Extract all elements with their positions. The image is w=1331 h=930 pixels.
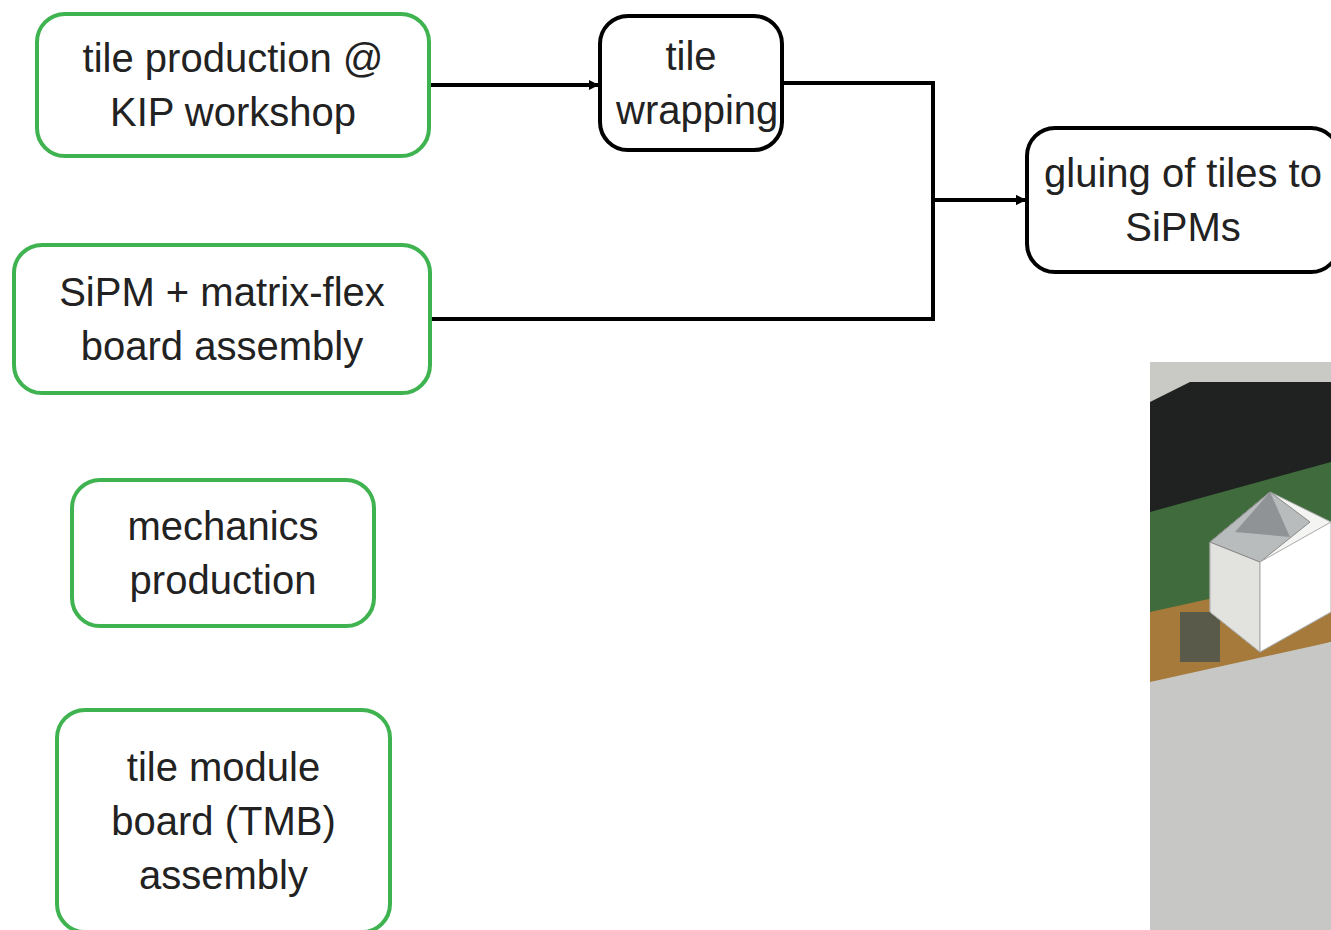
box-label: tile production @ KIP workshop xyxy=(73,31,393,139)
process-box: SiPM + matrix-flex board assembly xyxy=(12,243,432,395)
flow-arrow xyxy=(784,83,1025,200)
process-box: gluing of tiles to SiPMs xyxy=(1025,126,1331,274)
box-label: SiPM + matrix-flex board assembly xyxy=(32,265,412,373)
box-label: gluing of tiles to SiPMs xyxy=(1043,146,1323,254)
process-box: tile module board (TMB) assembly xyxy=(55,708,392,930)
flow-arrow xyxy=(431,83,598,87)
process-box: mechanics production xyxy=(70,478,376,628)
box-label: tile module board (TMB) assembly xyxy=(89,740,359,902)
process-box: tile production @ KIP workshop xyxy=(35,12,431,158)
process-box: tile wrapping xyxy=(598,14,784,152)
box-label: tile wrapping xyxy=(616,29,766,137)
box-label: mechanics production xyxy=(93,499,353,607)
flow-arrow xyxy=(432,200,1025,319)
module-photo xyxy=(1150,362,1331,930)
